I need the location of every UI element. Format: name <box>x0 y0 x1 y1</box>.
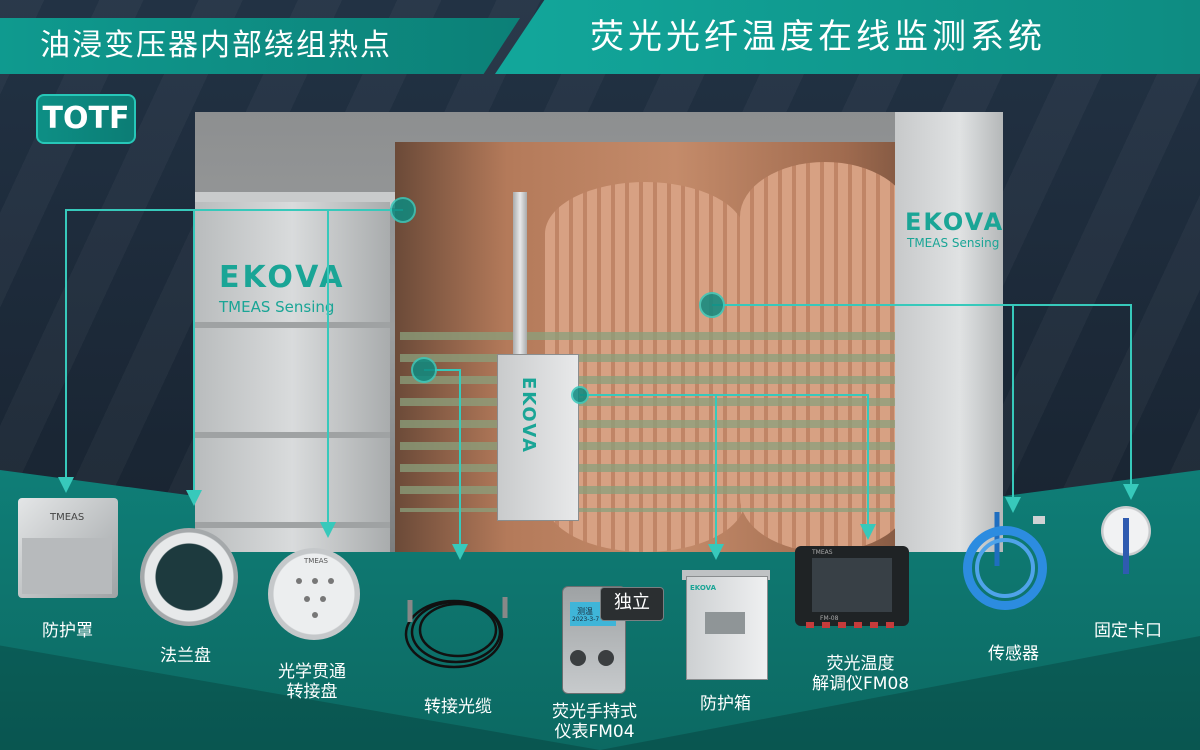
demodulator-model: FM-08 <box>820 615 839 622</box>
line-to-cable <box>424 369 468 560</box>
flange-image <box>140 528 238 626</box>
product-label-fixing-clip: 固定卡口 <box>1094 621 1162 641</box>
product-label-demodulator: 荧光温度 解调仪FM08 <box>812 654 910 694</box>
demodulator-port <box>806 622 814 628</box>
plate-pin <box>312 578 318 584</box>
header-right-banner <box>495 0 1200 74</box>
demodulator-port <box>838 622 846 628</box>
line-to-cabinet <box>580 394 724 560</box>
protective-cover-mark: TMEAS <box>50 512 85 523</box>
product-label-handheld-meter: 荧光手持式 仪表FM04 <box>552 702 637 742</box>
optical-feedthrough-plate-image <box>268 548 360 640</box>
demodulator-screen <box>812 558 892 612</box>
plate-pin <box>296 578 302 584</box>
line-to-flange <box>186 209 403 506</box>
demodulator-brand: TMEAS <box>812 549 833 556</box>
plate-pin <box>304 596 310 602</box>
demodulator-port <box>886 622 894 628</box>
line-to-clip <box>712 304 1139 500</box>
hotspot-marker <box>571 386 589 404</box>
fiber-cable-coil <box>404 597 508 669</box>
junction-box <box>497 354 579 521</box>
header-right-title: 荧光光纤温度在线监测系统 <box>590 17 1046 57</box>
plate-pin <box>320 596 326 602</box>
cabinet-brand: EKOVA <box>690 584 717 592</box>
brand-subtitle: TMEAS Sensing <box>219 298 335 316</box>
meter-knob <box>598 650 614 666</box>
demodulator-port <box>870 622 878 628</box>
plate-mark: TMEAS <box>304 557 328 565</box>
protective-cover-front <box>22 538 112 594</box>
brand-logo: EKOVA <box>518 377 539 454</box>
brand-logo: EKOVA <box>905 208 1003 236</box>
product-label-optical-feedthrough-plate: 光学贯通 转接盘 <box>278 662 346 702</box>
tank-left-wall <box>195 202 390 552</box>
meter-screen-date: 2023-3-7 <box>572 616 600 623</box>
meter-knob <box>570 650 586 666</box>
standalone-badge: 独立 <box>600 587 664 621</box>
meter-screen-text: 测温 <box>577 607 593 616</box>
hotspot-marker <box>411 357 437 383</box>
sensor-coil-inner <box>975 538 1035 598</box>
transformer-illustration: EKOVA TMEAS Sensing EKOVA TMEAS Sensing … <box>195 112 1003 552</box>
plate-pin <box>328 578 334 584</box>
header-left-banner <box>0 18 520 74</box>
line-to-cover <box>58 209 403 493</box>
plate-pin <box>312 612 318 618</box>
tank-rib <box>195 432 390 438</box>
brand-logo: EKOVA <box>219 260 346 295</box>
product-label-flange: 法兰盘 <box>160 646 211 666</box>
tank-right-wall <box>895 112 1003 552</box>
cabinet-window <box>705 612 745 634</box>
hotspot-marker <box>699 292 725 318</box>
demodulator-port <box>822 622 830 628</box>
pipe <box>513 192 527 357</box>
product-label-protective-cover: 防护罩 <box>42 621 93 641</box>
fixing-clip-rod <box>1123 518 1129 574</box>
tank-rib <box>195 322 390 328</box>
sensor-coil-image <box>963 526 1047 610</box>
header-left-title: 油浸变压器内部绕组热点 <box>40 28 392 63</box>
demodulator-port <box>854 622 862 628</box>
product-label-protective-cabinet: 防护箱 <box>700 694 751 714</box>
cabinet-roof <box>682 570 770 580</box>
hotspot-marker <box>390 197 416 223</box>
line-to-sensor <box>712 304 1021 513</box>
line-to-plate <box>320 209 403 538</box>
totf-tag: TOTF <box>36 94 136 144</box>
line-to-demod <box>580 394 876 540</box>
tank-rib <box>195 522 390 528</box>
fiber-bundle <box>400 332 960 512</box>
product-label-adapter-fiber-cable: 转接光缆 <box>424 697 492 717</box>
product-label-sensor: 传感器 <box>988 644 1039 664</box>
brand-subtitle: TMEAS Sensing <box>907 236 1000 250</box>
